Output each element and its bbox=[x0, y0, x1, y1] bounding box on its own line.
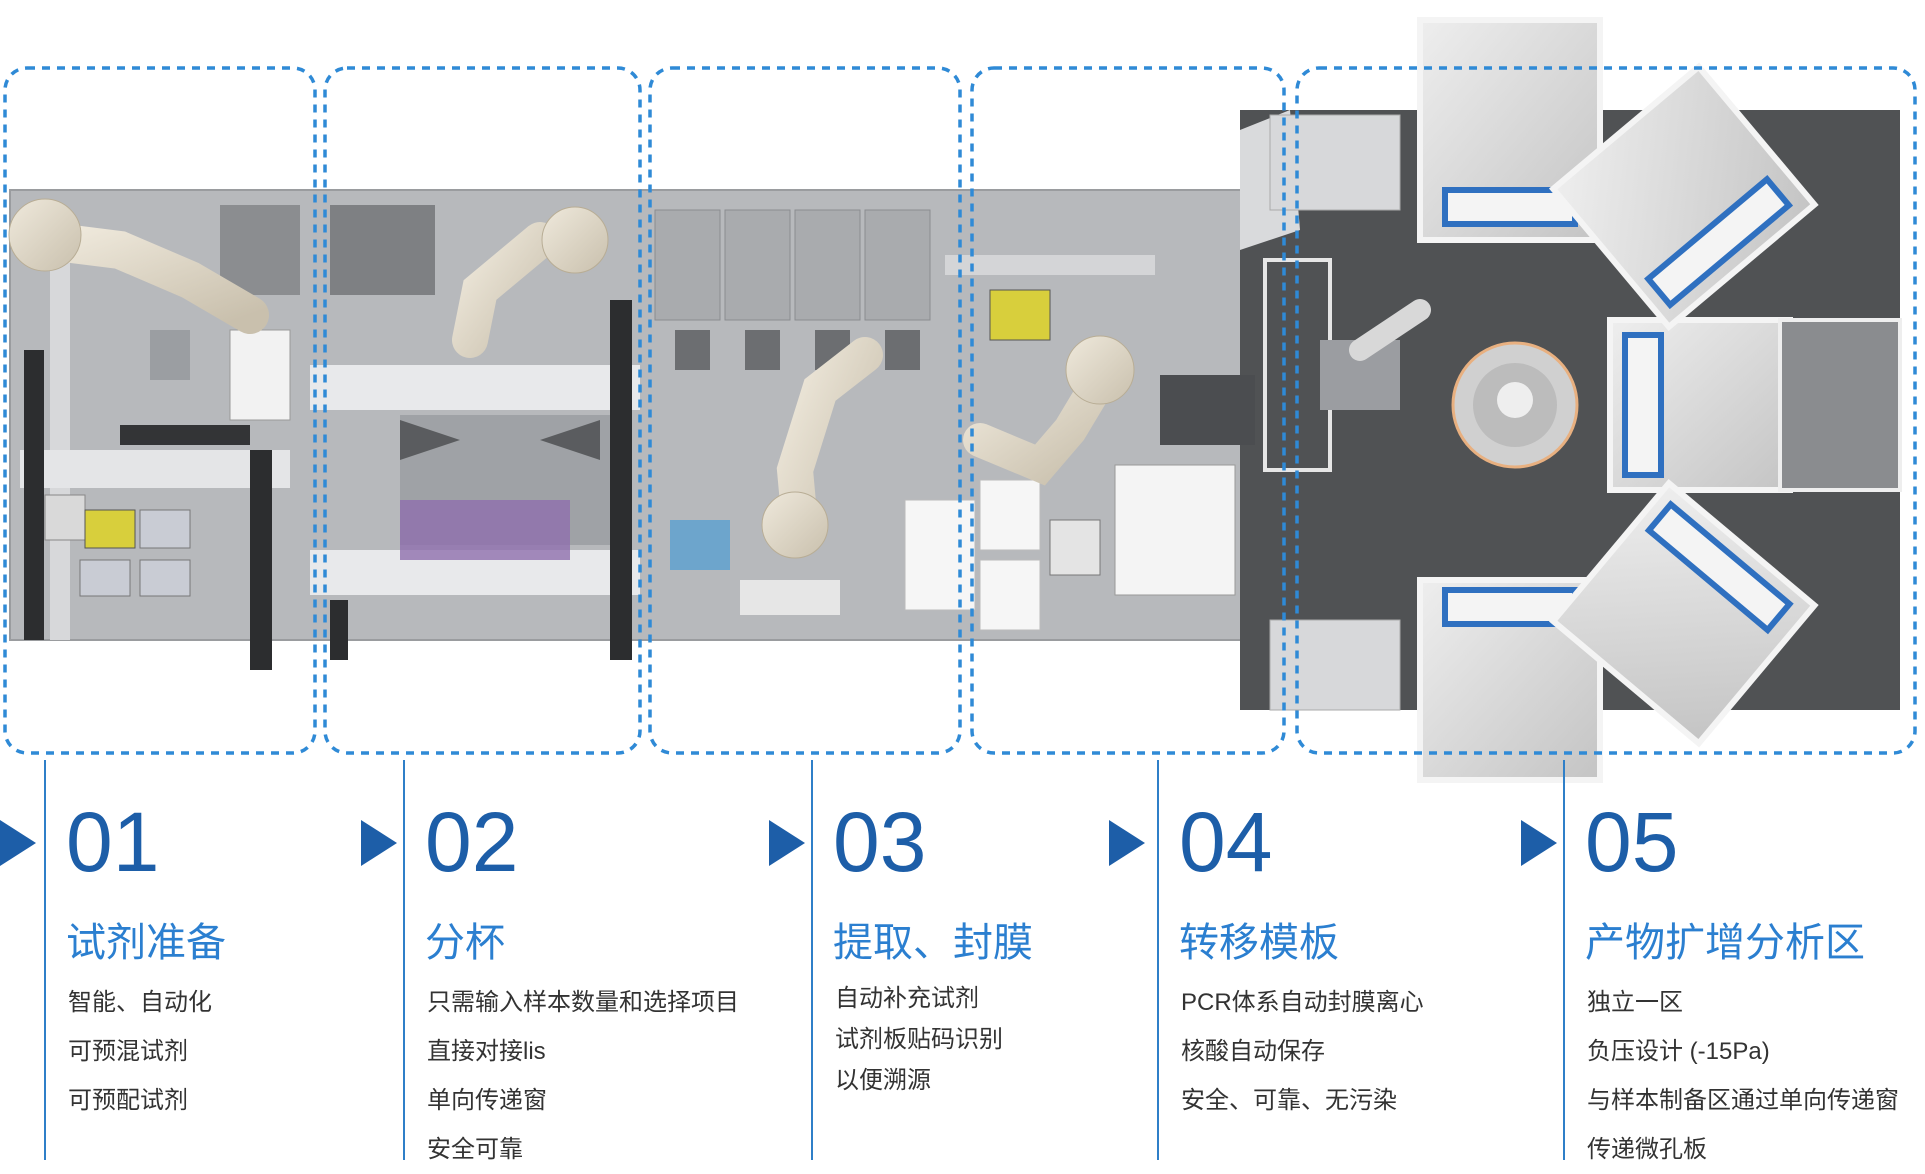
feature-item: 试剂板贴码识别 bbox=[835, 1026, 1003, 1053]
stage-01: 01 试剂准备 智能、自动化 可预混试剂 可预配试剂 bbox=[0, 760, 354, 1160]
feature-item: 只需输入样本数量和选择项目 bbox=[427, 989, 739, 1016]
play-arrow-icon bbox=[769, 820, 805, 866]
play-arrow-icon bbox=[361, 820, 397, 866]
zone-outline-02 bbox=[323, 66, 642, 755]
stage-number: 02 bbox=[425, 795, 519, 889]
zone-outline-05 bbox=[1295, 66, 1917, 755]
stage-number: 03 bbox=[833, 795, 927, 889]
stage-divider bbox=[44, 760, 46, 1160]
stage-feature-list: PCR体系自动封膜离心 核酸自动保存 安全、可靠、无污染 bbox=[1181, 978, 1424, 1125]
extraction-module bbox=[654, 209, 931, 615]
reagent-prep-module bbox=[8, 198, 300, 670]
feature-item: 安全、可靠、无污染 bbox=[1181, 1087, 1397, 1114]
stage-title: 试剂准备 bbox=[66, 921, 226, 965]
stage-title: 产物扩增分析区 bbox=[1585, 921, 1865, 965]
play-arrow-icon bbox=[1109, 820, 1145, 866]
stage-03: 03 提取、封膜 自动补充试剂 试剂板贴码识别 以便溯源 bbox=[769, 760, 1151, 1160]
zone-outline-01 bbox=[3, 66, 317, 755]
feature-item: 单向传递窗 bbox=[427, 1087, 547, 1114]
stage-divider bbox=[1157, 760, 1159, 1160]
stage-02: 02 分杯 只需输入样本数量和选择项目 直接对接lis 单向传递窗 安全可靠 bbox=[361, 760, 803, 1163]
stage-05: 05 产物扩增分析区 独立一区 负压设计 (-15Pa) 与样本制备区通过单向传… bbox=[1521, 760, 1923, 1163]
stage-feature-list: 独立一区 负压设计 (-15Pa) 与样本制备区通过单向传递窗 传递微孔板 bbox=[1587, 978, 1899, 1174]
stage-divider bbox=[1563, 760, 1565, 1160]
feature-item: 自动补充试剂 bbox=[835, 985, 979, 1012]
feature-item: 以便溯源 bbox=[835, 1067, 931, 1094]
analysis-module bbox=[1240, 17, 1902, 783]
feature-item: 负压设计 (-15Pa) bbox=[1587, 1038, 1770, 1065]
feature-item: 核酸自动保存 bbox=[1181, 1038, 1325, 1065]
stage-title: 转移模板 bbox=[1179, 921, 1339, 965]
feature-item: PCR体系自动封膜离心 bbox=[1181, 989, 1424, 1016]
stage-number: 05 bbox=[1585, 795, 1679, 889]
stage-feature-list: 只需输入样本数量和选择项目 直接对接lis 单向传递窗 安全可靠 bbox=[427, 978, 739, 1174]
stage-title: 提取、封膜 bbox=[833, 921, 1033, 965]
feature-item: 可预配试剂 bbox=[68, 1087, 188, 1114]
feature-item: 可预混试剂 bbox=[68, 1038, 188, 1065]
stage-feature-list: 自动补充试剂 试剂板贴码识别 以便溯源 bbox=[835, 978, 1003, 1101]
stage-number: 01 bbox=[66, 795, 160, 889]
zone-outline-04 bbox=[970, 66, 1286, 755]
feature-item: 智能、自动化 bbox=[68, 989, 212, 1016]
stage-number: 04 bbox=[1179, 795, 1273, 889]
stage-title: 分杯 bbox=[425, 921, 505, 965]
feature-item: 直接对接lis bbox=[427, 1038, 546, 1065]
stage-04: 04 转移模板 PCR体系自动封膜离心 核酸自动保存 安全、可靠、无污染 bbox=[1109, 760, 1497, 1160]
stage-divider bbox=[403, 760, 405, 1160]
stage-divider bbox=[811, 760, 813, 1160]
aliquot-module bbox=[310, 205, 640, 660]
zone-outline-03 bbox=[648, 66, 962, 755]
play-arrow-icon bbox=[1521, 820, 1557, 866]
feature-item: 与样本制备区通过单向传递窗 bbox=[1587, 1087, 1899, 1114]
lab-automation-system-illustration bbox=[3, 17, 1917, 783]
play-arrow-icon bbox=[0, 820, 36, 866]
feature-item: 安全可靠 bbox=[427, 1136, 523, 1163]
transfer-module bbox=[904, 255, 1255, 631]
stage-feature-list: 智能、自动化 可预混试剂 可预配试剂 bbox=[68, 978, 212, 1125]
feature-item: 独立一区 bbox=[1587, 989, 1683, 1016]
feature-item: 传递微孔板 bbox=[1587, 1136, 1707, 1163]
